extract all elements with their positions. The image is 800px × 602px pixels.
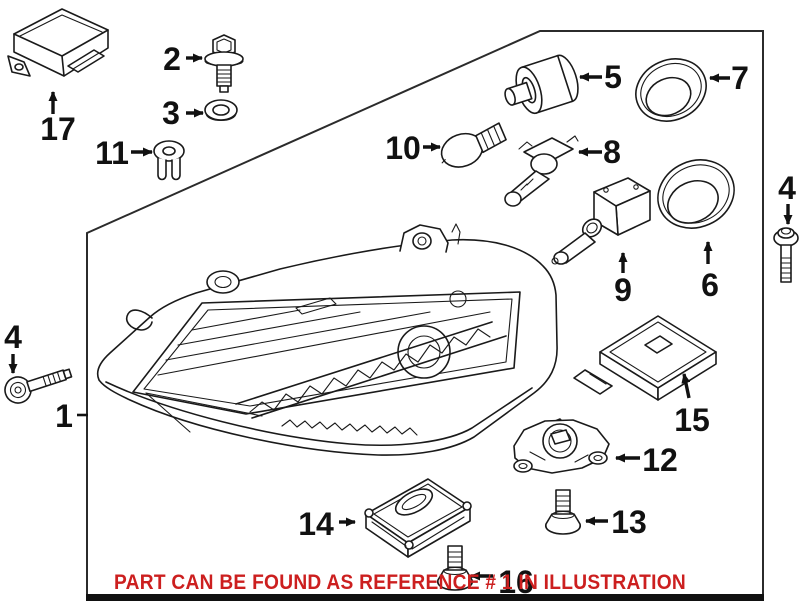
callout-label-15: 15 <box>674 402 710 438</box>
callout-label-8: 8 <box>603 134 621 170</box>
illustration-border <box>86 30 764 601</box>
callout-label-4-left: 4 <box>4 319 22 355</box>
headlight-assembly-drawing <box>96 223 573 456</box>
part-11-clip-drawing <box>153 140 185 181</box>
part-9-xenon-bulb-drawing <box>551 177 651 265</box>
part-6-ring-drawing <box>657 159 735 229</box>
callout-label-17: 17 <box>40 111 76 147</box>
callout-label-5: 5 <box>604 59 622 95</box>
part-12-igniter-drawing <box>513 419 610 474</box>
callout-label-14: 14 <box>298 506 334 542</box>
callout-label-2: 2 <box>163 41 181 77</box>
part-14-module-drawing <box>364 478 472 558</box>
part-2-bolt-drawing <box>204 34 244 93</box>
reference-notice: PART CAN BE FOUND AS REFERENCE # 1 IN IL… <box>114 570 686 594</box>
part-3-grommet-drawing <box>204 99 238 122</box>
callout-label-9: 9 <box>614 272 632 308</box>
part-17-control-module-drawing <box>7 8 109 77</box>
callout-label-1: 1 <box>55 398 73 434</box>
part-7-ring-drawing <box>635 58 707 122</box>
part-4-right-bolt-drawing <box>773 227 799 283</box>
border-bottom-bar <box>86 594 764 601</box>
callout-label-13: 13 <box>611 504 647 540</box>
part-16-bolt-drawing <box>437 545 473 591</box>
callout-label-12: 12 <box>642 442 678 478</box>
part-10-bulb-drawing <box>440 122 507 168</box>
callout-arrows <box>8 53 793 581</box>
callout-label-3: 3 <box>162 95 180 131</box>
callout-arrow-15 <box>681 373 691 399</box>
callout-label-10: 10 <box>385 130 421 166</box>
part-13-bolt-drawing <box>545 489 581 535</box>
callout-label-4-right: 4 <box>778 170 796 206</box>
part-8-halogen-bulb-drawing <box>504 135 579 207</box>
part-5-socket-drawing <box>504 54 579 115</box>
callout-label-11: 11 <box>95 135 129 171</box>
part-4-left-bolt-drawing <box>4 368 73 404</box>
callout-label-6: 6 <box>701 267 719 303</box>
callout-label-7: 7 <box>731 60 749 96</box>
callout-label-16: 16 <box>498 564 534 600</box>
